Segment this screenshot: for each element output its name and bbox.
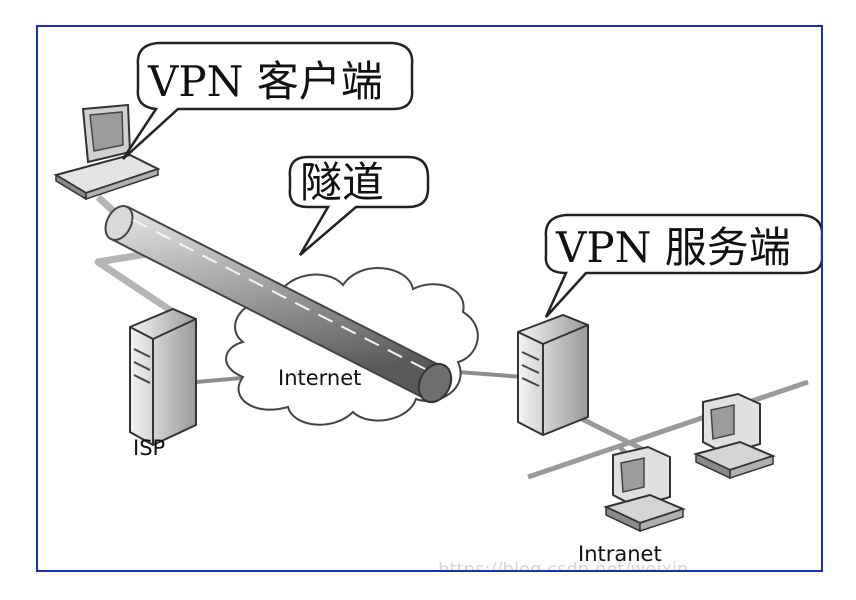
- internet-server-link: [457, 370, 524, 379]
- intranet-pc-icon: [693, 392, 776, 480]
- callout-vpn-server: VPN 服务端: [544, 213, 821, 318]
- vpn-client-label: VPN 客户端: [147, 57, 383, 106]
- vpn-server-label: VPN 服务端: [555, 223, 791, 272]
- vpn-client-laptop-icon: [53, 103, 161, 201]
- isp-server-icon: [129, 307, 197, 447]
- callout-vpn-client: VPN 客户端: [121, 41, 414, 160]
- internet-label: Internet: [278, 366, 361, 390]
- intranet-bus: [527, 379, 809, 480]
- intranet-pc-icon: [603, 445, 686, 533]
- intranet-label: Intranet: [578, 542, 662, 566]
- isp-label: ISP: [133, 436, 165, 460]
- vpn-server-icon: [517, 313, 589, 437]
- vpn-tunnel: [104, 205, 453, 404]
- tunnel-label: 隧道: [300, 158, 384, 207]
- vpn-network-diagram: VPN 客户端 隧道 VPN 服务端 Internet ISP Intranet…: [53, 41, 821, 572]
- diagram-frame: VPN 客户端 隧道 VPN 服务端 Internet ISP Intranet…: [36, 25, 823, 572]
- callout-tunnel: 隧道: [288, 155, 430, 256]
- watermark-text: https://blog.csdn.net/weixin: [438, 559, 688, 572]
